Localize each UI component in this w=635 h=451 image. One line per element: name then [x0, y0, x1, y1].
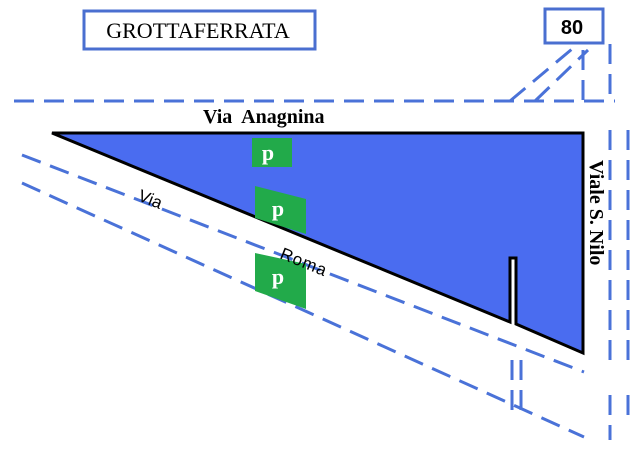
street-viale-s-nilo: Viale S. Nilo [585, 160, 607, 265]
map-title: GROTTAFERRATA [106, 18, 290, 43]
route-80-label: 80 [561, 17, 583, 39]
parking-icon [252, 138, 292, 167]
parking-1[interactable]: p [252, 138, 292, 167]
street-via-roma-via: Via [136, 186, 166, 213]
parking-label: p [262, 140, 274, 165]
parking-icon [255, 186, 306, 234]
parking-3[interactable]: p [255, 253, 306, 309]
road-via-roma-lower [21, 181, 585, 439]
road-route80-b [533, 48, 590, 103]
area-polygon [51, 131, 585, 356]
route-80-box [543, 7, 605, 45]
parking-icon [255, 253, 306, 309]
title-box [82, 9, 317, 51]
parking-2[interactable]: p [255, 186, 306, 234]
parking-label: p [272, 196, 284, 221]
parking-label: p [272, 264, 284, 289]
road-route80-a [509, 42, 579, 103]
street-via-anagnina: Via Anagnina [203, 106, 325, 128]
